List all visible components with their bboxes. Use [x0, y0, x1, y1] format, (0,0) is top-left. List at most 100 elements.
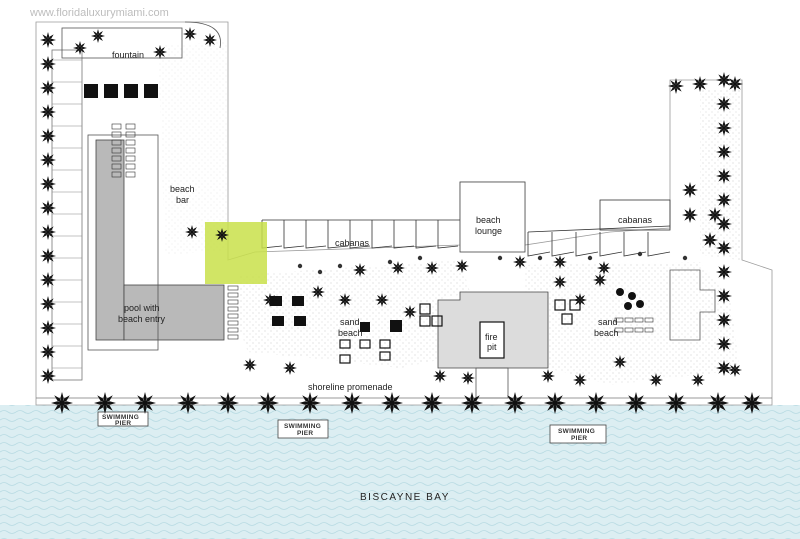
deck-strip-west [158, 42, 228, 255]
water-wave-pattern [0, 405, 800, 539]
shrubs [297, 251, 688, 275]
label-cabanas-right: cabanas [618, 215, 653, 225]
palm-icon [716, 264, 732, 280]
palm-icon [263, 293, 277, 307]
palm-icon [691, 373, 705, 387]
palm-icon [613, 355, 627, 369]
palm-icon [716, 360, 732, 376]
palm-icon [461, 371, 475, 385]
swimming-pier-1 [97, 411, 149, 427]
palm-icon [40, 152, 56, 168]
palm-icon [134, 392, 156, 414]
palm-icon [40, 176, 56, 192]
palm-icon [585, 392, 607, 414]
palm-icon [40, 104, 56, 120]
palm-icon [40, 32, 56, 48]
palm-icon [665, 392, 687, 414]
palm-icon [183, 27, 197, 41]
cabanas-east-row [527, 199, 671, 257]
swimming-pier-3 [549, 424, 607, 444]
sand-area-west [240, 260, 470, 368]
fountain-plaza [61, 27, 183, 59]
label-sand-beach-left-1: sand [340, 317, 360, 327]
palm-icon [716, 288, 732, 304]
palm-icon [716, 312, 732, 328]
palm-icon [553, 255, 567, 269]
logo-watermark-mark [205, 222, 267, 284]
palm-icon [553, 275, 567, 289]
palm-icon [257, 392, 279, 414]
palm-icon [153, 45, 167, 59]
sand-beach-furniture [270, 288, 654, 364]
palm-icon [381, 392, 403, 414]
palm-icon [403, 305, 417, 319]
palm-icon [513, 255, 527, 269]
east-terrace-steps [669, 269, 716, 341]
palm-icon [215, 228, 229, 242]
sand-area-east [525, 262, 740, 385]
palm-icon [692, 76, 708, 92]
promenade-stair [475, 367, 509, 399]
label-beach-bar-2: bar [176, 195, 189, 205]
beach-lounge-building [459, 181, 526, 253]
palm-icon [716, 96, 732, 112]
palm-icon [544, 392, 566, 414]
label-sand-beach-left-2: beach [338, 328, 363, 338]
palm-icon [716, 120, 732, 136]
label-promenade: shoreline promenade [308, 382, 393, 392]
palm-icon [185, 225, 199, 239]
palm-icon [573, 373, 587, 387]
palm-icon [338, 293, 352, 307]
pier-2-label-1: SWIMMING [284, 423, 321, 430]
palm-icon [283, 361, 297, 375]
palm-icon [504, 392, 526, 414]
label-sand-beach-right-2: beach [594, 328, 619, 338]
palm-icon [40, 344, 56, 360]
pier-1-label-1: SWIMMING [102, 414, 139, 421]
pier-3-label-2: PIER [571, 435, 587, 442]
label-cabanas-left: cabanas [335, 238, 370, 248]
palm-icon [40, 296, 56, 312]
palm-icon [353, 263, 367, 277]
planter-block-3 [124, 84, 138, 98]
label-beach-lounge-1: beach [476, 215, 501, 225]
palm-icon [461, 392, 483, 414]
pool-body [95, 139, 125, 341]
pool-deck [87, 134, 159, 351]
palm-icon [341, 392, 363, 414]
palm-icon [541, 369, 555, 383]
palm-icon [707, 207, 723, 223]
palm-icon [40, 128, 56, 144]
palm-icon [40, 368, 56, 384]
label-beach-lounge-2: lounge [475, 226, 502, 236]
palm-icon [649, 373, 663, 387]
label-pool-1: pool with [124, 303, 160, 313]
palm-icon [243, 358, 257, 372]
palm-icon [40, 200, 56, 216]
palm-icon [425, 261, 439, 275]
pool-loungers [111, 123, 239, 340]
swimming-pier-2 [277, 419, 329, 439]
palm-icon [668, 78, 684, 94]
pier-1-label-2: PIER [115, 420, 131, 427]
label-sand-beach-right-1: sand [598, 317, 618, 327]
palm-icon [682, 207, 698, 223]
fountain-curve [184, 21, 221, 49]
palm-icon [682, 182, 698, 198]
palm-icon [716, 192, 732, 208]
palm-icon [217, 392, 239, 414]
palm-icon [728, 363, 742, 377]
palm-icon [91, 29, 105, 43]
palm-icon [311, 285, 325, 299]
pier-2-label-2: PIER [297, 430, 313, 437]
palm-icon [716, 72, 732, 88]
planter-block-4 [144, 84, 158, 98]
palm-icon [51, 392, 73, 414]
palm-icon [94, 392, 116, 414]
palm-icon [716, 168, 732, 184]
label-beach-bar-1: beach [170, 184, 195, 194]
palm-icon [455, 259, 469, 273]
label-fire-pit-1: fire [485, 332, 498, 342]
palm-icon [597, 261, 611, 275]
